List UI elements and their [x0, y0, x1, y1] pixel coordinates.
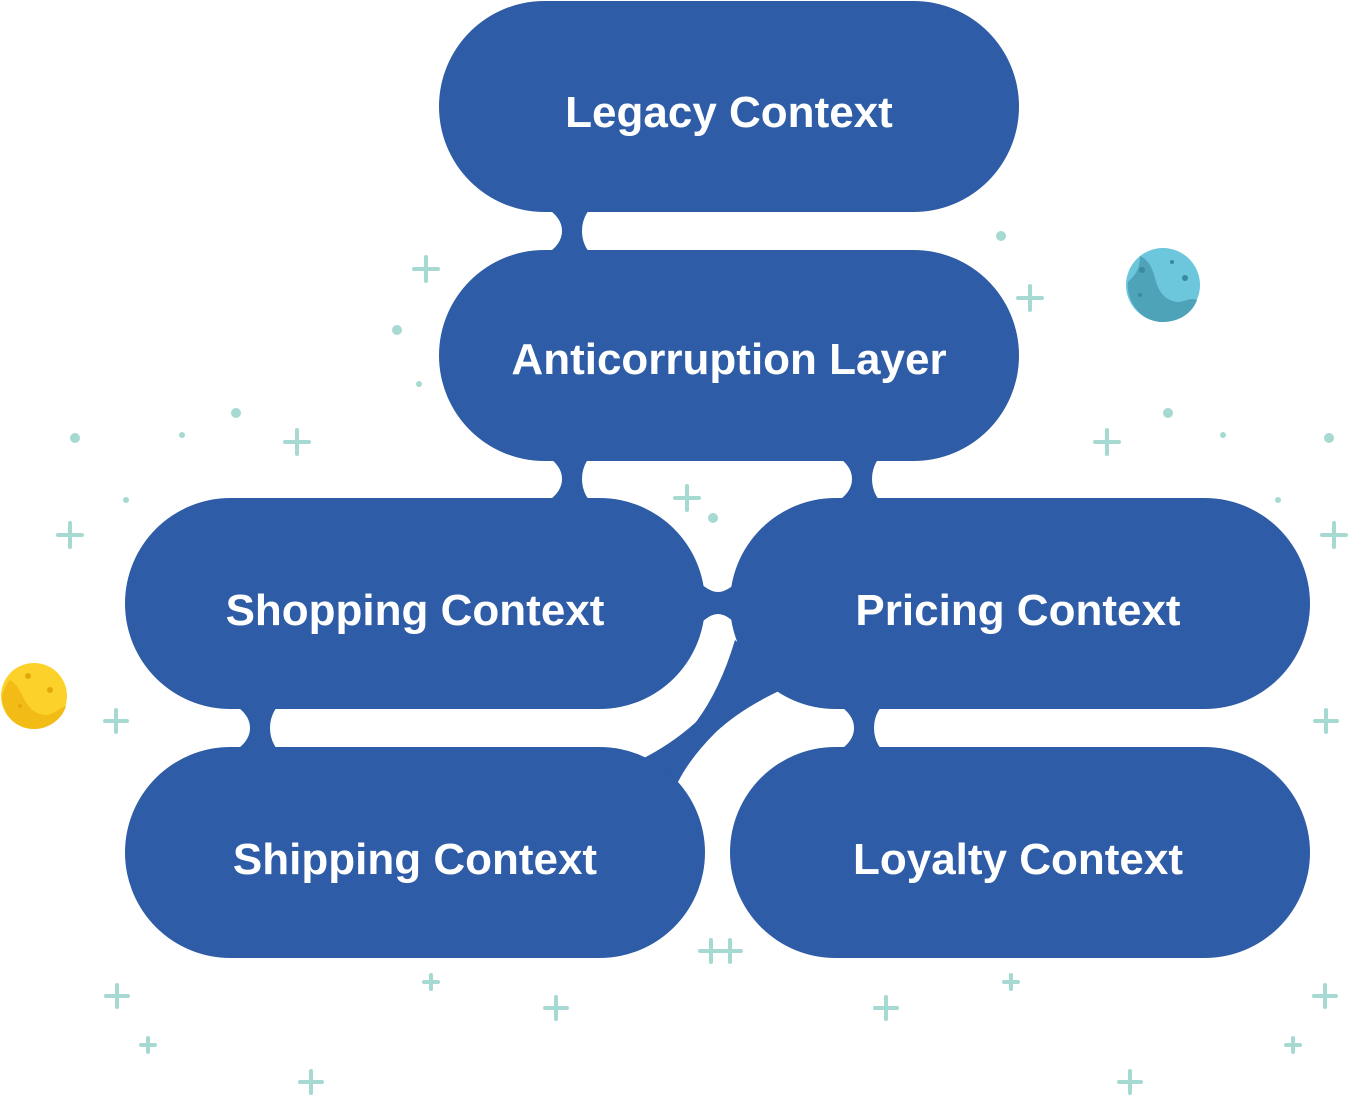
- connector-pricing-loyalty: [822, 697, 892, 759]
- node-shipping-context: Shipping Context: [125, 747, 705, 958]
- blue-planet-icon: [1126, 248, 1200, 322]
- yellow-planet-icon: [1, 663, 67, 729]
- connector-acl-pricing: [820, 448, 890, 510]
- node-shopping-context-label: Shopping Context: [226, 586, 605, 635]
- connector-legacy-acl: [530, 200, 600, 262]
- node-pricing-context-label: Pricing Context: [855, 586, 1180, 635]
- node-loyalty-context-label: Loyalty Context: [853, 835, 1183, 884]
- sparkle-decoration: [56, 231, 1348, 1095]
- node-shipping-context-label: Shipping Context: [233, 835, 598, 884]
- node-shopping-context: Shopping Context: [125, 498, 705, 709]
- node-legacy-context: Legacy Context: [439, 1, 1019, 212]
- node-loyalty-context: Loyalty Context: [730, 747, 1310, 958]
- connector-shopping-shipping: [218, 697, 288, 759]
- node-legacy-context-label: Legacy Context: [565, 88, 893, 137]
- node-anticorruption-layer: Anticorruption Layer: [439, 250, 1019, 461]
- connector-acl-shopping: [530, 448, 600, 510]
- connector-pricing-shipping: [640, 640, 790, 782]
- node-pricing-context: Pricing Context: [730, 498, 1310, 709]
- node-anticorruption-layer-label: Anticorruption Layer: [511, 335, 946, 384]
